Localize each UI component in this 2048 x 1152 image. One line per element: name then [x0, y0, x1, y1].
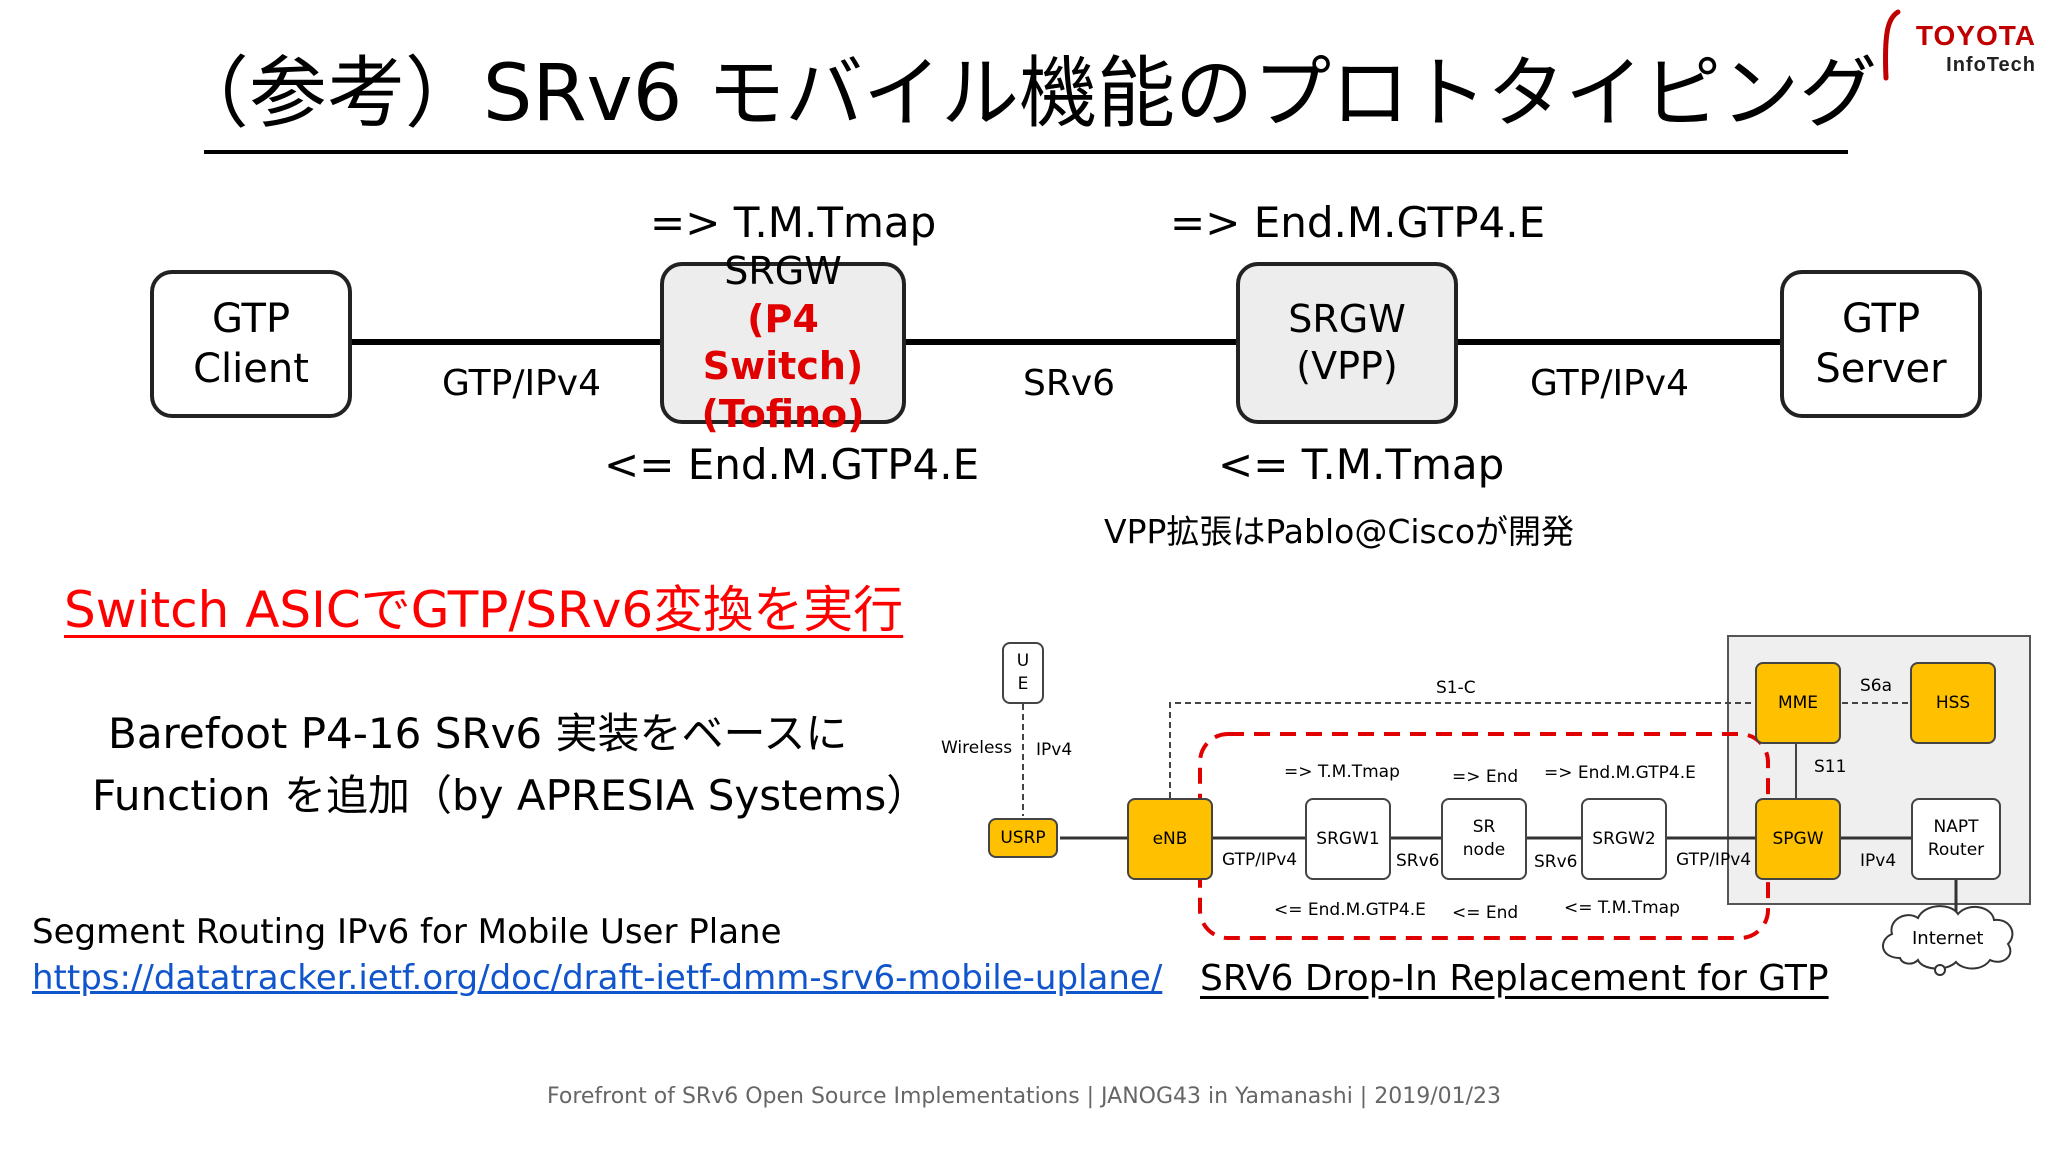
toyota-infotech-logo: TOYOTA InfoTech: [1876, 8, 2036, 88]
srv6-a-label: SRv6: [1396, 851, 1440, 871]
hss-node: HSS: [1910, 662, 1996, 744]
reference-link[interactable]: https://datatracker.ietf.org/doc/draft-i…: [32, 958, 1163, 998]
logo-mark-icon: [1883, 9, 1901, 81]
ipv4-out-label: IPv4: [1860, 851, 1897, 871]
srgw1-node: SRGW1: [1305, 798, 1391, 880]
link-left-label: GTP/IPv4: [442, 363, 601, 404]
description-line1: Barefoot P4-16 SRv6 実装をベースに: [108, 709, 848, 758]
gtp-client-box: GTP Client: [150, 270, 352, 418]
srgw-vpp-line2: (VPP): [1296, 344, 1398, 388]
gtp-server-box: GTP Server: [1780, 270, 1982, 418]
title-underline: [204, 150, 1848, 154]
s11-label: S11: [1814, 757, 1847, 777]
gtp-ipv4-b-label: GTP/IPv4: [1676, 850, 1752, 870]
diagram-caption: SRV6 Drop-In Replacement for GTP: [1200, 958, 1829, 999]
up1-label: => T.M.Tmap: [1284, 762, 1400, 782]
p4-below-label: <= End.M.GTP4.E: [604, 440, 980, 489]
gtp-client-line2: Client: [193, 346, 309, 392]
srgw2-node: SRGW2: [1581, 798, 1667, 880]
link-p4-vpp: [904, 339, 1238, 345]
slide-footer: Forefront of SRv6 Open Source Implementa…: [546, 1084, 1502, 1109]
srgw-p4-line2: (P4 Switch): [702, 296, 864, 389]
gtp-ipv4-a-label: GTP/IPv4: [1222, 850, 1298, 870]
down2-label: <= End: [1452, 903, 1519, 923]
srgw-p4-line3: (Tofino): [701, 391, 865, 436]
usrp-node: USRP: [988, 818, 1058, 858]
up3-label: => End.M.GTP4.E: [1544, 763, 1696, 783]
srgw-vpp-box: SRGW (VPP): [1236, 262, 1458, 424]
p4-above-label: => T.M.Tmap: [650, 198, 937, 247]
vpp-note: VPP拡張はPablo@Ciscoが開発: [1104, 512, 1575, 551]
link-mid-label: SRv6: [1023, 363, 1116, 404]
srgw-p4-box: SRGW (P4 Switch) (Tofino): [660, 249, 906, 436]
link-vpp-server: [1456, 339, 1782, 345]
description-line2: Function を追加（by APRESIA Systems）: [92, 771, 929, 820]
spgw-node: SPGW: [1755, 798, 1841, 880]
sr-node: SR node: [1441, 798, 1527, 880]
gtp-server-line2: Server: [1815, 346, 1947, 392]
reference-title: Segment Routing IPv6 for Mobile User Pla…: [32, 912, 782, 952]
down3-label: <= T.M.Tmap: [1564, 898, 1680, 918]
sr-node-line1: SR: [1472, 817, 1496, 838]
logo-line2: InfoTech: [1946, 54, 2036, 76]
enb-node: eNB: [1127, 798, 1213, 880]
sr-node-line2: node: [1462, 840, 1506, 860]
gtp-client-line1: GTP: [211, 296, 291, 342]
ue-node: U E: [1002, 642, 1044, 704]
ue-ipv4-label: IPv4: [1036, 740, 1073, 760]
ue-line2: E: [1017, 674, 1029, 694]
gtp-server-line1: GTP: [1841, 296, 1921, 342]
napt-router-node: NAPT Router: [1911, 798, 2001, 880]
asic-statement: Switch ASICでGTP/SRv6変換を実行: [64, 581, 904, 639]
s6a-label: S6a: [1860, 676, 1893, 696]
s1c-label: S1-C: [1436, 678, 1476, 698]
link-client-p4: [350, 339, 662, 345]
ue-line1: U: [1016, 651, 1030, 672]
wireless-label: Wireless: [941, 738, 1013, 758]
down1-label: <= End.M.GTP4.E: [1274, 900, 1426, 920]
napt-line1: NAPT: [1933, 817, 1979, 838]
srgw-p4-line1: SRGW: [724, 249, 842, 293]
srgw-vpp-line1: SRGW: [1288, 296, 1406, 341]
slide-title: （参考）SRv6 モバイル機能のプロトタイピング: [170, 49, 1878, 139]
mme-node: MME: [1755, 662, 1841, 744]
up2-label: => End: [1452, 767, 1519, 787]
srv6-b-label: SRv6: [1534, 852, 1578, 872]
vpp-above-label: => End.M.GTP4.E: [1170, 198, 1546, 247]
napt-line2: Router: [1927, 840, 1985, 860]
s1c-link: [1169, 702, 1756, 798]
link-right-label: GTP/IPv4: [1530, 363, 1689, 404]
logo-line1: TOYOTA: [1915, 20, 2036, 51]
internet-label: Internet: [1912, 928, 1984, 949]
vpp-below-label: <= T.M.Tmap: [1218, 440, 1505, 489]
